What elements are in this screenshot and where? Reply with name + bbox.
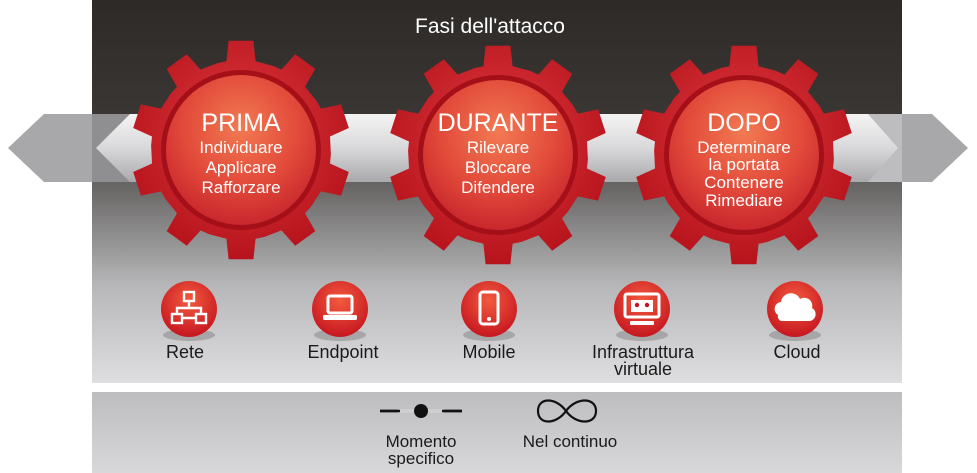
legend-panel — [92, 392, 902, 473]
phase-action: la portata — [708, 155, 780, 174]
mobile-icon — [461, 281, 517, 341]
network-icon — [161, 281, 217, 341]
laptop-icon — [312, 281, 368, 341]
category-label-rete: Rete — [165, 342, 205, 362]
category-label-infrastructure: Infrastruttura virtuale — [573, 342, 713, 379]
phase-action: Individuare — [199, 138, 283, 157]
phase-title: PRIMA — [201, 109, 281, 137]
legend-label-point-in-time: Momento specifico — [361, 433, 481, 467]
phase-action: Bloccare — [464, 158, 532, 177]
category-label-endpoint: Endpoint — [307, 342, 379, 362]
cloud-icon — [767, 281, 823, 341]
legend-label-line: Momento — [385, 432, 457, 451]
phase-action: Difendere — [461, 178, 535, 197]
phase-action: Applicare — [205, 158, 277, 177]
dot-line-icon — [380, 404, 462, 418]
phase-action: Rilevare — [466, 138, 530, 157]
category-label-cloud: Cloud — [773, 342, 821, 362]
category-label-line: Infrastruttura — [591, 342, 695, 362]
diagram-title: Fasi dell'attacco — [415, 15, 565, 38]
category-label-mobile: Mobile — [462, 342, 516, 362]
infinity-icon — [536, 399, 598, 423]
phase-action: Contenere — [704, 173, 784, 192]
phase-title: DOPO — [707, 109, 781, 137]
phase-action: Rimediare — [705, 191, 783, 210]
gear-durante-icon — [390, 45, 606, 265]
gear-prima-icon — [133, 40, 349, 260]
gear-dopo-icon — [636, 45, 852, 265]
category-label-line: virtuale — [613, 359, 673, 379]
phase-action: Determinare — [697, 138, 791, 157]
phase-action: Rafforzare — [201, 178, 281, 197]
virtual-desktop-icon — [614, 281, 670, 341]
phase-title: DURANTE — [437, 109, 559, 137]
legend-label-line: specifico — [387, 449, 455, 468]
legend-label-continuous: Nel continuo — [522, 432, 618, 451]
